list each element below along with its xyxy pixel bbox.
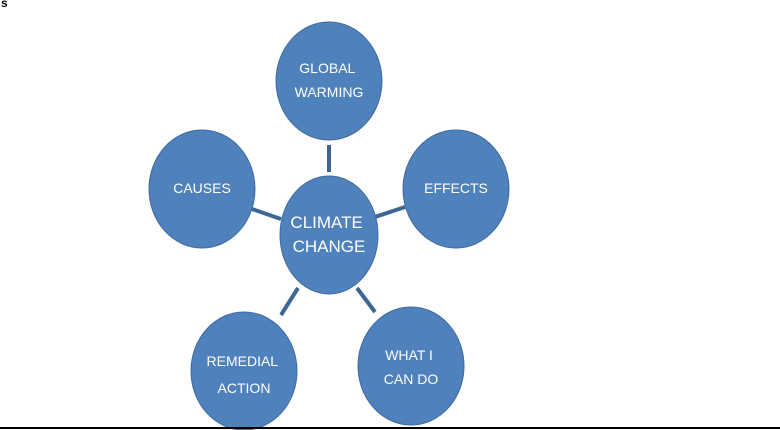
node-effects-label-line-1: EFFECTS <box>424 180 488 196</box>
node-climate-change-label: CLIMATE CHANGE <box>290 213 367 256</box>
nodes: GLOBAL WARMING EFFECTS WHAT I CAN DO REM… <box>148 21 510 430</box>
node-climate-change-circle <box>279 175 379 295</box>
node-global-warming-label-line-1: GLOBAL <box>299 60 355 76</box>
node-effects: EFFECTS <box>402 129 510 249</box>
node-global-warming-label: GLOBAL WARMING <box>295 60 364 100</box>
node-remedial-action: REMEDIAL ACTION <box>190 311 298 430</box>
node-causes-circle <box>148 129 256 249</box>
connector-remedial-action <box>279 286 300 317</box>
node-climate-change-label-line-2: CHANGE <box>293 237 366 256</box>
node-global-warming: GLOBAL WARMING <box>275 21 383 141</box>
node-what-i-can-do-label-line-2: CAN DO <box>384 371 439 387</box>
node-what-i-can-do: WHAT I CAN DO <box>357 306 465 426</box>
connector-causes <box>251 207 282 221</box>
node-climate-change-label-line-1: CLIMATE <box>290 213 362 232</box>
node-remedial-action-label-line-2: ACTION <box>218 380 271 396</box>
connector-what-i-can-do <box>355 286 377 314</box>
node-effects-label: EFFECTS <box>424 180 488 196</box>
node-causes-label-line-1: CAUSES <box>173 180 231 196</box>
corner-mark: s <box>1 0 8 10</box>
node-what-i-can-do-label: WHAT I CAN DO <box>384 347 439 387</box>
node-global-warming-circle <box>275 21 383 141</box>
node-remedial-action-label-line-1: REMEDIAL <box>207 353 279 369</box>
node-remedial-action-label: REMEDIAL ACTION <box>207 353 282 396</box>
connector-effects <box>371 205 406 220</box>
node-causes-label: CAUSES <box>173 180 231 196</box>
node-causes: CAUSES <box>148 129 256 249</box>
node-climate-change: CLIMATE CHANGE <box>279 175 379 295</box>
node-remedial-action-circle <box>190 311 298 430</box>
node-what-i-can-do-label-line-1: WHAT I <box>385 347 433 363</box>
node-global-warming-label-line-2: WARMING <box>295 84 364 100</box>
node-what-i-can-do-circle <box>357 306 465 426</box>
connectors <box>251 145 406 317</box>
node-effects-circle <box>402 129 510 249</box>
